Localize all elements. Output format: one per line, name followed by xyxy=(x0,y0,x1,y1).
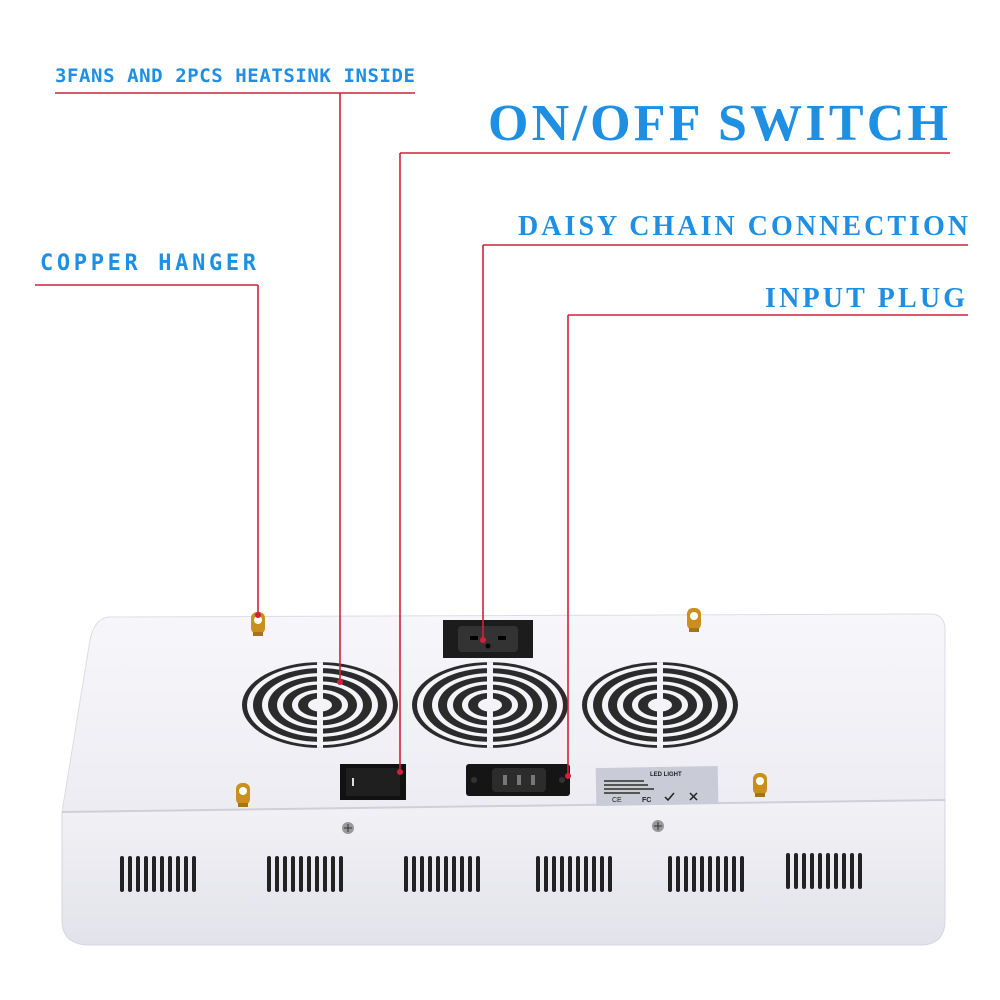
callout-daisy-chain: DAISY CHAIN CONNECTION xyxy=(518,211,968,242)
daisy-chain-socket xyxy=(443,620,533,658)
callout-input-plug: INPUT PLUG xyxy=(765,283,965,314)
weee-bin-icon xyxy=(689,792,698,801)
callout-fans-heatsink: 3FANS AND 2PCS HEATSINK INSIDE xyxy=(55,65,415,87)
callout-copper-hanger: COPPER HANGER xyxy=(40,251,257,276)
screw-2 xyxy=(652,820,664,832)
leader-lines xyxy=(35,92,968,776)
input-power-plug xyxy=(466,764,570,796)
copper-hanger-2 xyxy=(687,608,701,632)
rcm-mark-icon xyxy=(664,792,675,802)
fc-mark: FC xyxy=(642,797,651,804)
copper-hanger-4 xyxy=(753,773,767,797)
callout-on-off-switch: ON/OFF SWITCH xyxy=(488,95,948,152)
housing-front xyxy=(61,799,946,946)
fan-grille-3 xyxy=(582,662,738,748)
screw-1 xyxy=(342,822,354,834)
fan-grille-1 xyxy=(242,662,398,748)
fan-grille-2 xyxy=(412,662,568,748)
spec-label-plate: LED LIGHT CE FC xyxy=(595,765,719,807)
label-title: LED LIGHT xyxy=(650,772,682,778)
copper-hanger-3 xyxy=(236,783,250,807)
ce-mark: CE xyxy=(612,797,622,804)
on-off-switch[interactable] xyxy=(340,764,406,800)
